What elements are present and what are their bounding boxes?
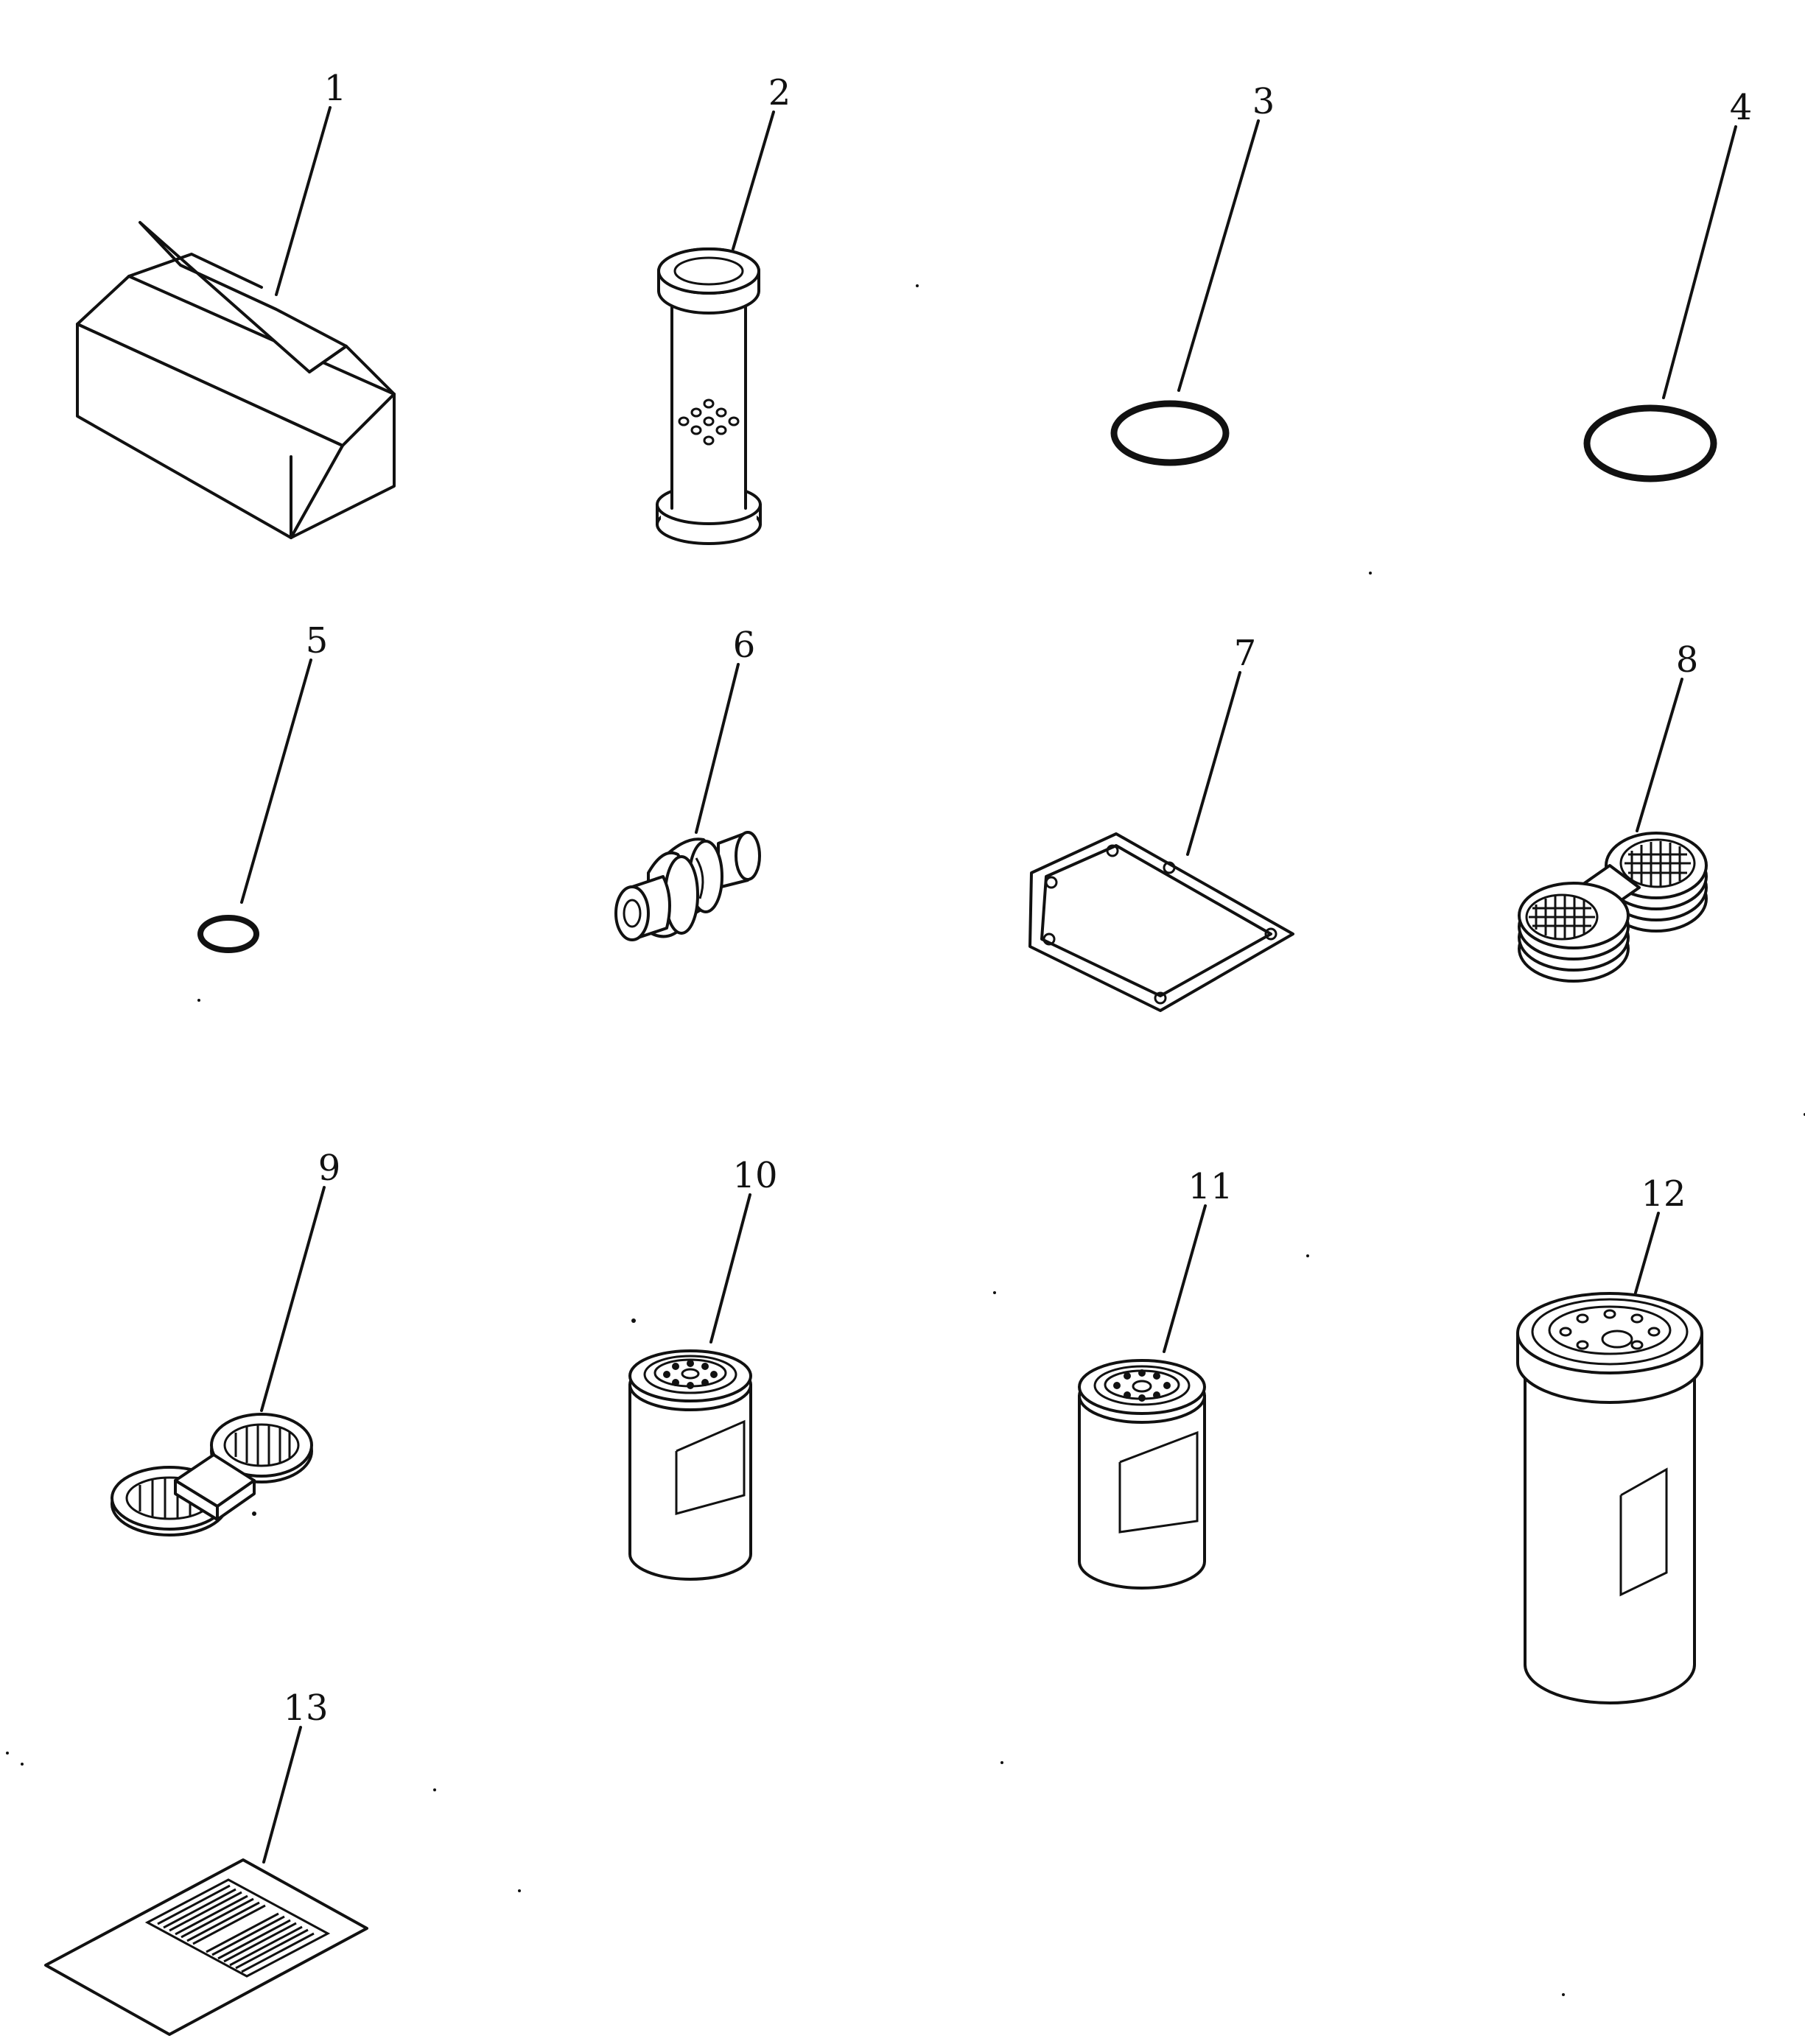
callout-number: 1 bbox=[324, 68, 347, 109]
leader-line bbox=[240, 658, 312, 904]
leader-line bbox=[1662, 125, 1737, 399]
leader-line bbox=[1177, 119, 1260, 392]
leader-line bbox=[1636, 678, 1683, 832]
leader-line bbox=[1163, 1204, 1207, 1353]
filter-wrench-icon bbox=[1518, 832, 1708, 983]
callout-number: 2 bbox=[768, 72, 791, 113]
callout-number: 12 bbox=[1641, 1173, 1686, 1215]
valve-fitting-icon bbox=[614, 831, 761, 941]
leader-line bbox=[732, 110, 775, 250]
spin-on-filter-icon bbox=[628, 1349, 752, 1581]
perforated-tube-filter-icon bbox=[656, 247, 762, 545]
part-7[interactable]: 7 bbox=[1028, 633, 1294, 1012]
part-3[interactable]: 3 bbox=[1110, 81, 1275, 466]
instruction-sheet-icon bbox=[44, 1858, 368, 2036]
callout-number: 4 bbox=[1730, 87, 1753, 128]
part-13[interactable]: 13 bbox=[44, 1687, 368, 2036]
leader-line bbox=[275, 106, 332, 296]
leader-line bbox=[709, 1193, 751, 1344]
part-5[interactable]: 5 bbox=[197, 620, 329, 953]
part-9[interactable]: 9 bbox=[111, 1148, 341, 1536]
part-8[interactable]: 8 bbox=[1518, 639, 1708, 983]
part-6[interactable]: 6 bbox=[614, 625, 761, 941]
callout-number: 5 bbox=[306, 620, 329, 661]
leader-line bbox=[260, 1186, 326, 1412]
spin-on-filter-icon bbox=[1078, 1359, 1206, 1590]
part-12[interactable]: 12 bbox=[1516, 1173, 1703, 1704]
o-ring-icon bbox=[1110, 400, 1230, 466]
gasket-icon bbox=[1028, 832, 1294, 1012]
carton-box-icon bbox=[76, 221, 396, 539]
callout-number: 3 bbox=[1252, 81, 1275, 122]
o-ring-large-icon bbox=[1583, 404, 1717, 482]
callout-number: 11 bbox=[1188, 1166, 1233, 1207]
callout-number: 6 bbox=[733, 625, 756, 666]
leader-line bbox=[1186, 671, 1241, 856]
spin-on-filter-large-icon bbox=[1516, 1292, 1703, 1704]
part-10[interactable]: 10 bbox=[628, 1155, 778, 1581]
callout-number: 10 bbox=[732, 1155, 777, 1196]
scan-specks bbox=[6, 284, 1805, 1996]
callout-number: 7 bbox=[1234, 633, 1257, 674]
callout-number: 13 bbox=[283, 1687, 328, 1729]
o-ring-small-icon bbox=[197, 915, 259, 953]
leader-line bbox=[262, 1726, 302, 1864]
leader-line bbox=[1634, 1212, 1660, 1294]
part-11[interactable]: 11 bbox=[1078, 1166, 1233, 1590]
filter-wrench-flat-icon bbox=[111, 1413, 313, 1536]
leader-line bbox=[695, 663, 740, 834]
callout-number: 8 bbox=[1676, 639, 1699, 681]
part-4[interactable]: 4 bbox=[1583, 87, 1753, 482]
part-2[interactable]: 2 bbox=[656, 72, 791, 545]
callout-number: 9 bbox=[318, 1148, 341, 1189]
part-1[interactable]: 1 bbox=[76, 68, 396, 539]
